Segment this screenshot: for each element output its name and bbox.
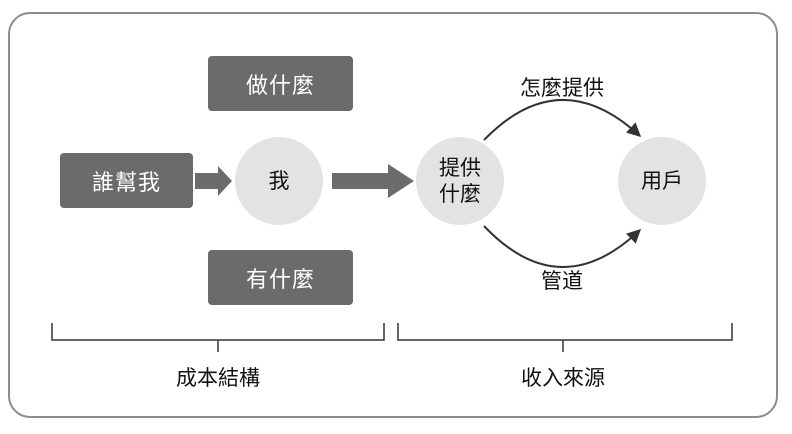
bracket-revenue-sources: [397, 323, 733, 352]
node-what-to-provide: 提供 什麼: [416, 137, 504, 225]
block-arrow-me-to-provide: [332, 164, 414, 198]
group-label-cost-structure: 成本結構: [176, 366, 260, 390]
group-label-revenue-sources: 收入來源: [521, 366, 605, 390]
node-what-to-do-label: 做什麼: [245, 73, 315, 99]
node-what-to-do: 做什麼: [208, 56, 353, 111]
node-what-i-have: 有什麼: [208, 250, 353, 305]
node-what-to-provide-label-2: 什麼: [439, 182, 481, 206]
node-what-to-provide-label-1: 提供: [439, 156, 481, 180]
node-customer: 用戶: [618, 137, 706, 225]
bracket-cost-structure: [51, 323, 385, 352]
curve-arrow-how-to-provide: [483, 99, 642, 141]
curve-arrow-channel: [483, 225, 642, 268]
node-me-label: 我: [268, 169, 290, 193]
node-who-helps-me-label: 誰幫我: [91, 170, 161, 196]
node-what-i-have-label: 有什麼: [245, 267, 315, 293]
edge-label-channel: 管道: [541, 269, 583, 293]
block-arrow-helper-to-me: [195, 166, 232, 196]
node-me: 我: [235, 137, 323, 225]
node-customer-label: 用戶: [641, 169, 683, 193]
edge-label-how-to-provide: 怎麼提供: [520, 76, 604, 100]
node-who-helps-me: 誰幫我: [60, 153, 193, 208]
